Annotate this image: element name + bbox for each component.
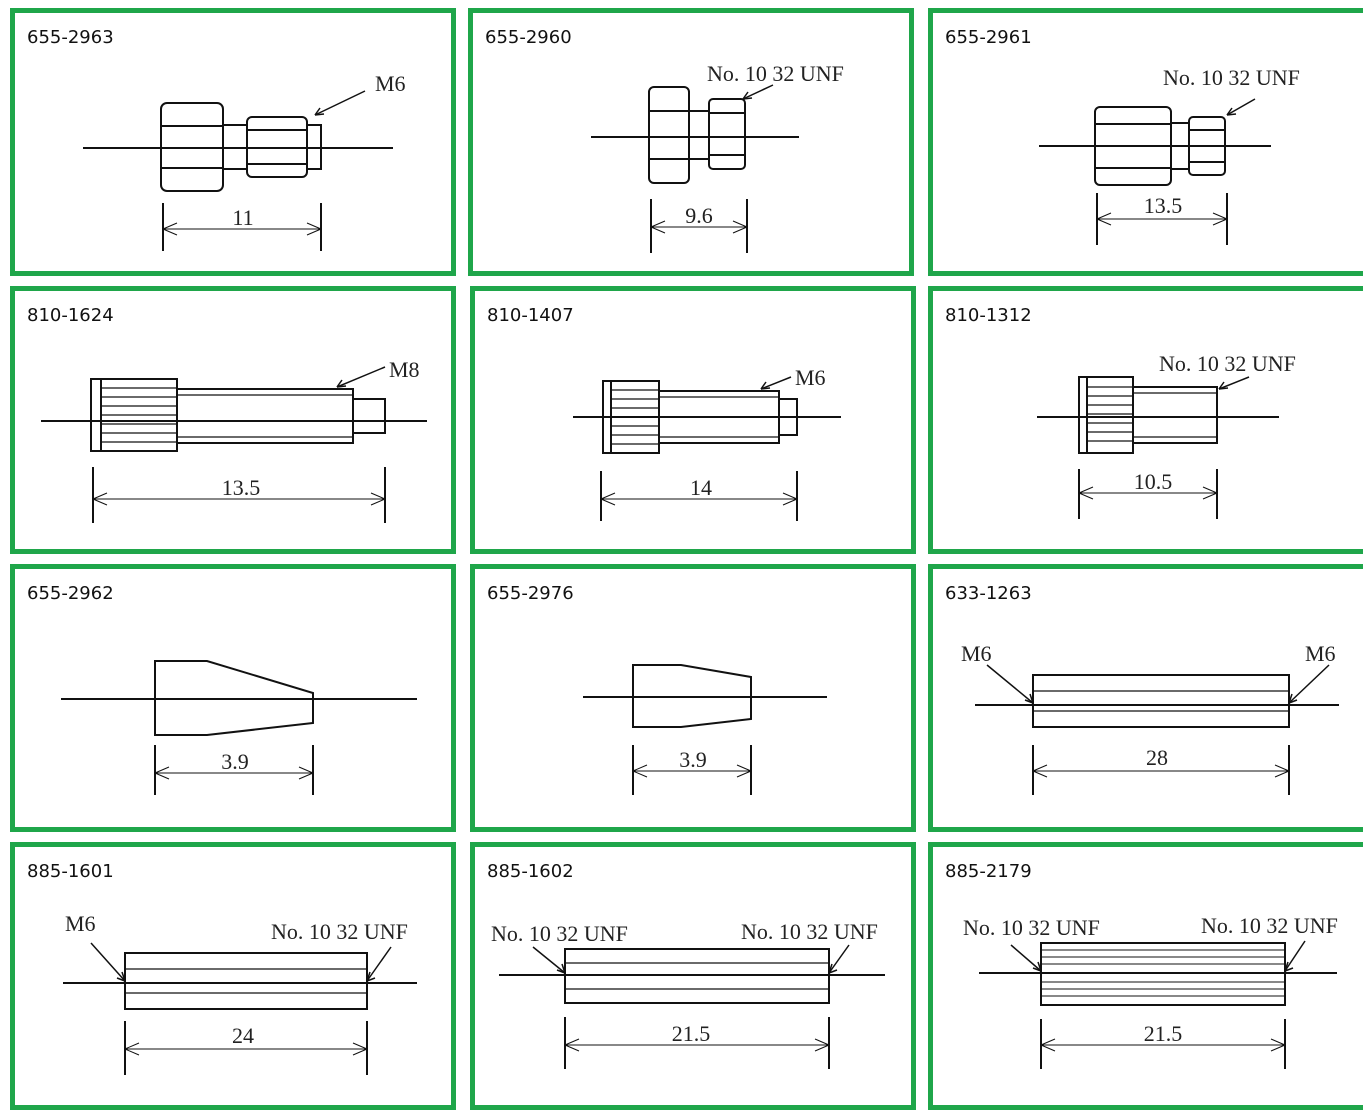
part-card-810-1312: 810-1312 No. 10 32 UNF 10.5 — [928, 286, 1363, 554]
length-dimension: 11 — [232, 205, 253, 230]
drawing-knurled-screw: No. 10 32 UNF 10.5 — [1037, 351, 1296, 519]
thread-label: No. 10 32 UNF — [1163, 65, 1300, 90]
drawing-hex-nut-body: M6 11 — [83, 71, 406, 251]
part-number: 655-2962 — [27, 583, 114, 604]
thread-label: M8 — [389, 357, 420, 382]
length-dimension: 9.6 — [685, 203, 713, 228]
part-card-655-2960: 655-2960 No. 10 32 UNF 9.6 — [468, 8, 914, 276]
drawing-hex-nut-body: No. 10 32 UNF 13.5 — [1039, 65, 1300, 245]
part-number: 810-1407 — [487, 305, 574, 326]
thread-label: M6 — [375, 71, 406, 96]
thread-label-right: No. 10 32 UNF — [741, 919, 878, 944]
thread-label: M6 — [795, 365, 826, 390]
part-number: 810-1624 — [27, 305, 114, 326]
length-dimension: 28 — [1146, 745, 1168, 770]
part-number: 655-2961 — [945, 27, 1032, 48]
drawing-hex-nut-body: No. 10 32 UNF 9.6 — [591, 61, 844, 253]
thread-label-right: M6 — [1305, 641, 1336, 666]
drawing-knurled-screw: M6 14 — [573, 365, 841, 521]
length-dimension: 21.5 — [672, 1021, 711, 1046]
drawing-threaded-coupler: No. 10 32 UNF No. 10 32 UNF 21.5 — [491, 919, 885, 1069]
length-dimension: 13.5 — [1144, 193, 1183, 218]
thread-label-right: No. 10 32 UNF — [1201, 913, 1338, 938]
part-card-655-2963: 655-2963 M6 11 — [10, 8, 456, 276]
drawing-tapered-ferrule: 3.9 — [583, 664, 827, 795]
thread-label-left: M6 — [961, 641, 992, 666]
length-dimension: 24 — [232, 1023, 254, 1048]
part-card-885-2179: 885-2179 No. 10 32 UNF No. 10 32 UNF 21.… — [928, 842, 1363, 1110]
part-number: 655-2960 — [485, 27, 572, 48]
part-number: 885-1601 — [27, 861, 114, 882]
drawing-tapered-ferrule: 3.9 — [61, 660, 417, 795]
length-dimension: 3.9 — [221, 749, 249, 774]
part-number: 810-1312 — [945, 305, 1032, 326]
drawing-knurled-screw: M8 13.5 — [41, 357, 427, 523]
length-dimension: 13.5 — [222, 475, 261, 500]
thread-label-left: M6 — [65, 911, 96, 936]
length-dimension: 3.9 — [679, 747, 707, 772]
length-dimension: 10.5 — [1134, 469, 1173, 494]
part-card-810-1624: 810-1624 M8 13.5 — [10, 286, 456, 554]
part-number: 655-2976 — [487, 583, 574, 604]
drawing-threaded-coupler: M6 M6 28 — [961, 641, 1339, 795]
thread-label: No. 10 32 UNF — [1159, 351, 1296, 376]
part-number: 655-2963 — [27, 27, 114, 48]
thread-label-right: No. 10 32 UNF — [271, 919, 408, 944]
drawing-threaded-coupler: M6 No. 10 32 UNF 24 — [63, 911, 417, 1075]
part-number: 885-2179 — [945, 861, 1032, 882]
drawing-threaded-coupler: No. 10 32 UNF No. 10 32 UNF 21.5 — [963, 913, 1338, 1069]
thread-label-left: No. 10 32 UNF — [491, 921, 628, 946]
part-card-633-1263: 633-1263 M6 M6 28 — [928, 564, 1363, 832]
length-dimension: 21.5 — [1144, 1021, 1183, 1046]
part-number: 633-1263 — [945, 583, 1032, 604]
part-card-655-2961: 655-2961 No. 10 32 UNF 13.5 — [928, 8, 1363, 276]
part-card-885-1602: 885-1602 No. 10 32 UNF No. 10 32 UNF 21.… — [470, 842, 916, 1110]
part-card-655-2976: 655-2976 3.9 — [470, 564, 916, 832]
thread-label-left: No. 10 32 UNF — [963, 915, 1100, 940]
part-card-655-2962: 655-2962 3.9 — [10, 564, 456, 832]
thread-label: No. 10 32 UNF — [707, 61, 844, 86]
part-number: 885-1602 — [487, 861, 574, 882]
part-card-885-1601: 885-1601 M6 No. 10 32 UNF 24 — [10, 842, 456, 1110]
length-dimension: 14 — [690, 475, 712, 500]
part-card-810-1407: 810-1407 M6 14 — [470, 286, 916, 554]
